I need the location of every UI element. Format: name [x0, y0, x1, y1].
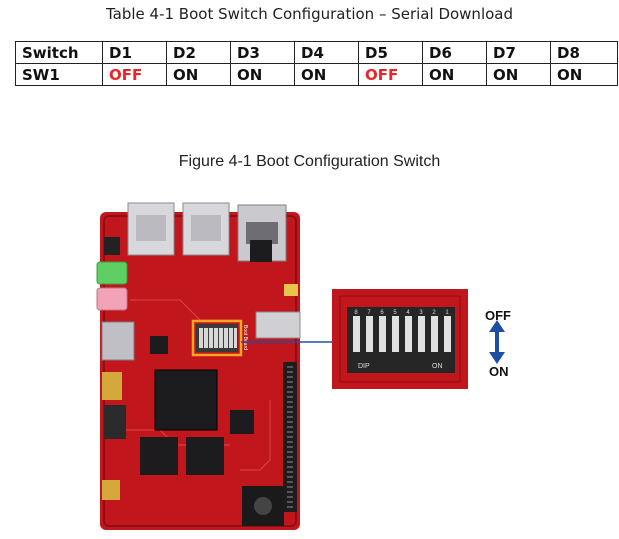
table-row-sw1: SW1 OFF ON ON ON OFF ON ON ON [15, 63, 618, 86]
on-mark-label: ON [432, 363, 443, 370]
zoomed-dip-switch: 8 7 6 5 4 3 2 1 DIP ON [332, 289, 468, 389]
dip-lever-3 [418, 316, 425, 352]
micro-usb-port [102, 480, 120, 500]
switch-number-5: 5 [393, 310, 397, 316]
sd-card-slot [255, 311, 301, 339]
header-cell-d8: D8 [550, 41, 618, 64]
dip-lever-4 [405, 316, 412, 352]
cell-d8-state: ON [550, 63, 618, 86]
audio-jack-pink [96, 287, 128, 311]
off-direction-label: OFF [485, 308, 511, 323]
main-processor-chip [154, 369, 218, 431]
ethernet-phy-chip [250, 240, 272, 262]
usb-port-2 [182, 202, 230, 256]
switch-number-4: 4 [406, 310, 410, 316]
usb-port-1 [127, 202, 175, 256]
on-direction-label: ON [489, 364, 509, 379]
dip-lever-5 [392, 316, 399, 352]
switch-highlight-box [191, 319, 243, 357]
cell-switch-name: SW1 [15, 63, 103, 86]
switch-number-6: 6 [380, 310, 384, 316]
cell-d4-state: ON [294, 63, 359, 86]
cell-d2-state: ON [166, 63, 231, 86]
cell-d3-state: ON [230, 63, 295, 86]
dip-lever-1 [444, 316, 451, 352]
header-cell-d5: D5 [358, 41, 423, 64]
pmic-chip [230, 410, 254, 434]
cell-d6-state: ON [422, 63, 487, 86]
audio-jack-green [96, 261, 128, 285]
battery-holder [284, 284, 298, 296]
switch-number-8: 8 [354, 310, 358, 316]
switch-number-1: 1 [445, 310, 449, 316]
mini-hdmi-port [102, 372, 122, 400]
headphone-connector [104, 237, 120, 255]
dip-lever-8 [353, 316, 360, 352]
switch-number-3: 3 [419, 310, 423, 316]
cell-d5-state: OFF [358, 63, 423, 86]
hdmi-port [101, 321, 135, 361]
switch-number-2: 2 [432, 310, 436, 316]
board-dip-switch [196, 324, 238, 352]
header-cell-d1: D1 [102, 41, 167, 64]
dip-lever-2 [431, 316, 438, 352]
cell-d1-state: OFF [102, 63, 167, 86]
dip-mark-label: DIP [358, 363, 370, 370]
double-arrow-icon [489, 320, 505, 364]
fpc-connector [104, 405, 126, 439]
figure-caption: Figure 4-1 Boot Configuration Switch [178, 153, 441, 170]
memory-chip-1 [140, 437, 178, 475]
header-cell-switch: Switch [15, 41, 103, 64]
table-header-row: Switch D1 D2 D3 D4 D5 D6 D7 D8 [15, 41, 618, 64]
gpio-header [283, 362, 297, 512]
board-silkscreen-label: Boot Board [242, 325, 248, 350]
switch-number-7: 7 [367, 310, 371, 316]
dip-lever-6 [379, 316, 386, 352]
dip-lever-7 [366, 316, 373, 352]
power-jack-hole [254, 497, 272, 515]
small-chip [150, 336, 168, 354]
table-caption: Table 4-1 Boot Switch Configuration – Se… [105, 5, 513, 23]
header-cell-d7: D7 [486, 41, 551, 64]
boot-switch-table: Switch D1 D2 D3 D4 D5 D6 D7 D8 SW1 OFF O… [15, 41, 618, 86]
memory-chip-2 [186, 437, 224, 475]
